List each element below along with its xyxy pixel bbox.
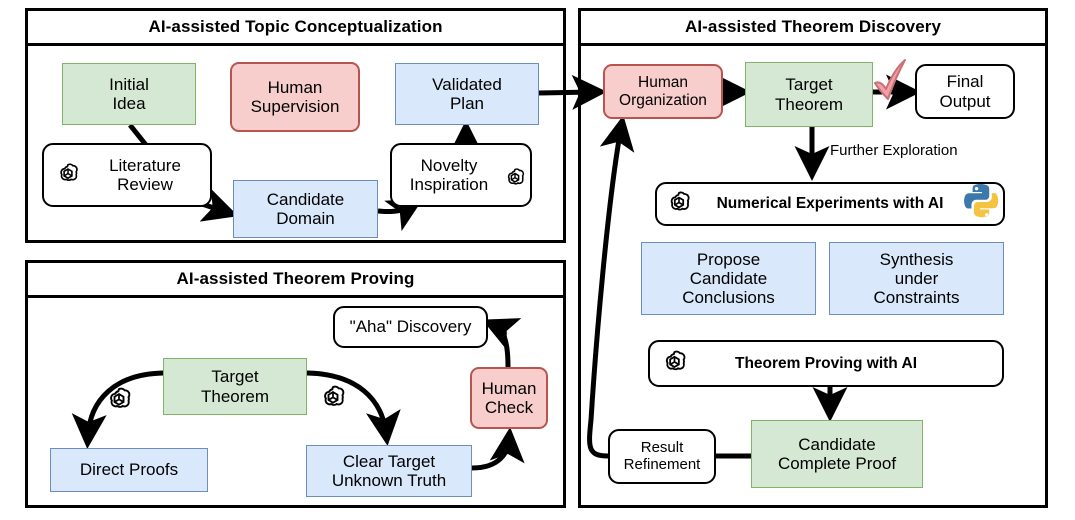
node-final-output[interactable]: Final Output xyxy=(915,64,1015,119)
node-aha-discovery[interactable]: "Aha" Discovery xyxy=(333,306,488,348)
openai-icon xyxy=(660,349,689,383)
node-result-refinement[interactable]: Result Refinement xyxy=(608,429,716,484)
node-synthesis-under-constraints[interactable]: Synthesis under Constraints xyxy=(829,242,1004,315)
node-human-check[interactable]: Human Check xyxy=(470,367,548,429)
panel-discovery-title: AI-assisted Theorem Discovery xyxy=(684,17,942,36)
node-clear-target-unknown-truth-label: Clear Target Unknown Truth xyxy=(331,451,447,490)
edge-validated-plan-to-human-organization xyxy=(538,74,607,110)
node-clear-target-unknown-truth[interactable]: Clear Target Unknown Truth xyxy=(306,445,472,497)
panel-topic-header: AI-assisted Topic Conceptualization xyxy=(28,11,563,46)
node-target-theorem-discovery[interactable]: Target Theorem xyxy=(745,62,873,127)
node-human-organization-label: Human Organization xyxy=(619,74,707,109)
node-theorem-proving-with-ai[interactable]: Theorem Proving with AI xyxy=(648,340,1004,387)
panel-discovery-header: AI-assisted Theorem Discovery xyxy=(581,11,1045,46)
node-human-check-label: Human Check xyxy=(481,378,537,417)
node-direct-proofs[interactable]: Direct Proofs xyxy=(50,448,208,492)
node-candidate-complete-proof[interactable]: Candidate Complete Proof xyxy=(751,420,923,488)
node-synthesis-under-constraints-label: Synthesis under Constraints xyxy=(873,249,960,308)
node-numerical-experiments-label: Numerical Experiments with AI xyxy=(716,195,944,213)
node-aha-discovery-label: "Aha" Discovery xyxy=(349,317,472,337)
edge-target-theorem-to-direct-proofs xyxy=(71,370,164,449)
node-target-theorem-proving[interactable]: Target Theorem xyxy=(163,358,307,415)
node-literature-review-label: Literature Review xyxy=(109,155,181,194)
node-propose-candidate-conclusions-label: Propose Candidate Conclusions xyxy=(682,249,775,308)
edge-result-refinement-to-human-organization xyxy=(587,115,635,459)
check-icon xyxy=(870,57,912,110)
panel-topic-title: AI-assisted Topic Conceptualization xyxy=(148,17,443,36)
node-candidate-domain[interactable]: Candidate Domain xyxy=(233,180,378,238)
edge-human-check-to-aha-discovery xyxy=(482,318,522,368)
openai-icon xyxy=(55,162,81,193)
edge-target-theorem-to-clear-target xyxy=(306,370,401,446)
node-initial-idea[interactable]: Initial Idea xyxy=(62,63,196,125)
edge-label-further-exploration: Further Exploration xyxy=(830,142,958,159)
node-validated-plan-label: Validated Plan xyxy=(432,74,502,113)
openai-icon xyxy=(665,190,693,223)
panel-proving-title: AI-assisted Theorem Proving xyxy=(176,269,415,288)
node-validated-plan[interactable]: Validated Plan xyxy=(395,63,539,125)
node-candidate-domain-label: Candidate Domain xyxy=(266,189,345,228)
node-direct-proofs-label: Direct Proofs xyxy=(79,460,179,480)
node-initial-idea-label: Initial Idea xyxy=(109,74,149,113)
node-result-refinement-label: Result Refinement xyxy=(623,438,701,473)
python-icon xyxy=(963,181,1001,224)
node-novelty-inspiration-label: Novelty Inspiration xyxy=(409,155,489,194)
panel-proving-header: AI-assisted Theorem Proving xyxy=(28,263,563,298)
node-human-supervision[interactable]: Human Supervision xyxy=(230,62,360,132)
openai-icon xyxy=(503,167,527,196)
node-literature-review[interactable]: Literature Review xyxy=(42,143,212,207)
node-human-supervision-label: Human Supervision xyxy=(250,77,340,116)
edge-clear-target-to-human-check xyxy=(471,427,525,471)
node-theorem-proving-with-ai-label: Theorem Proving with AI xyxy=(735,354,917,372)
node-target-theorem-label: Target Theorem xyxy=(774,75,844,114)
node-final-output-label: Final Output xyxy=(939,72,991,111)
node-numerical-experiments[interactable]: Numerical Experiments with AI xyxy=(655,182,1005,226)
node-target-theorem-label: Target Theorem xyxy=(200,367,270,406)
node-propose-candidate-conclusions[interactable]: Propose Candidate Conclusions xyxy=(641,242,816,315)
node-human-organization[interactable]: Human Organization xyxy=(603,64,723,119)
node-candidate-complete-proof-label: Candidate Complete Proof xyxy=(777,434,897,473)
openai-icon xyxy=(318,384,348,419)
openai-icon xyxy=(104,386,134,421)
